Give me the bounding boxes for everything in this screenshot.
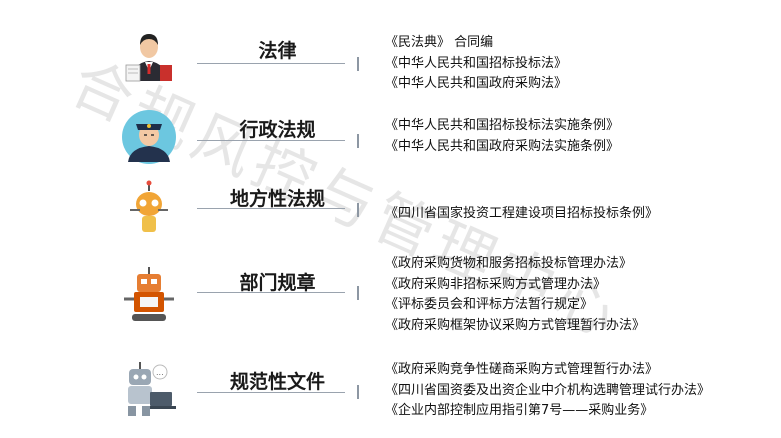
bracket-tick xyxy=(357,286,359,300)
connector-line xyxy=(197,63,345,64)
regulation-item: 《政府采购非招标采购方式管理办法》 xyxy=(385,276,607,292)
regulation-item: 《企业内部控制应用指引第7号——采购业务》 xyxy=(385,403,654,418)
regulation-item: 《评标委员会和评标方法暂行规定》 xyxy=(385,297,594,312)
regulation-list: 《政府采购货物和服务招标投标管理办法》 《政府采购非招标采购方式管理办法》 《评… xyxy=(385,254,645,336)
bracket-tick xyxy=(357,385,359,399)
bracket-tick xyxy=(357,57,359,71)
category-label: 地方性法规 xyxy=(229,188,325,210)
connector-line xyxy=(197,208,345,209)
category-label: 行政法规 xyxy=(239,119,316,141)
regulation-list: 《民法典》 合同编 《中华人民共和国招标投标法》 《中华人民共和国政府采购法》 xyxy=(385,33,567,95)
judge-icon xyxy=(120,25,178,83)
svg-text:...: ... xyxy=(156,368,164,377)
regulation-item: 《政府采购竞争性磋商采购方式管理暂行办法》 xyxy=(385,362,659,377)
regulation-list: 《政府采购竞争性磋商采购方式管理暂行办法》 《四川省国资委及出资企业中介机构选聘… xyxy=(385,360,710,422)
regulation-item: 《中华人民共和国政府采购法实施条例》 xyxy=(385,138,620,154)
regulation-list: 《四川省国家投资工程建设项目招标投标条例》 xyxy=(385,204,658,225)
regulation-item: 《中华人民共和国政府采购法》 xyxy=(385,76,568,91)
regulation-item: 《中华人民共和国招标投标法实施条例》 xyxy=(385,118,620,133)
regulation-item: 《四川省国家投资工程建设项目招标投标条例》 xyxy=(385,206,659,221)
regulation-item: 《政府采购货物和服务招标投标管理办法》 xyxy=(385,256,633,271)
regulation-item: 《政府采购框架协议采购方式管理暂行办法》 xyxy=(385,317,646,333)
bracket-tick xyxy=(357,203,359,217)
regulation-item: 《中华人民共和国招标投标法》 xyxy=(385,55,568,71)
robot-icon xyxy=(120,265,178,323)
connector-line xyxy=(197,140,345,141)
robot-laptop-icon: ... xyxy=(120,360,178,418)
connector-line xyxy=(197,292,345,293)
regulation-list: 《中华人民共和国招标投标法实施条例》 《中华人民共和国政府采购法实施条例》 xyxy=(385,116,619,157)
category-label: 规范性文件 xyxy=(229,371,325,393)
category-label: 法律 xyxy=(258,40,297,62)
regulation-item: 《四川省国资委及出资企业中介机构选聘管理试行办法》 xyxy=(385,382,711,398)
bracket-tick xyxy=(357,134,359,148)
police-officer-icon xyxy=(120,108,178,166)
regulation-item: 《民法典》 合同编 xyxy=(385,35,494,50)
category-label: 部门规章 xyxy=(239,272,316,294)
connector-line xyxy=(197,392,345,393)
robot-icon xyxy=(120,180,178,238)
